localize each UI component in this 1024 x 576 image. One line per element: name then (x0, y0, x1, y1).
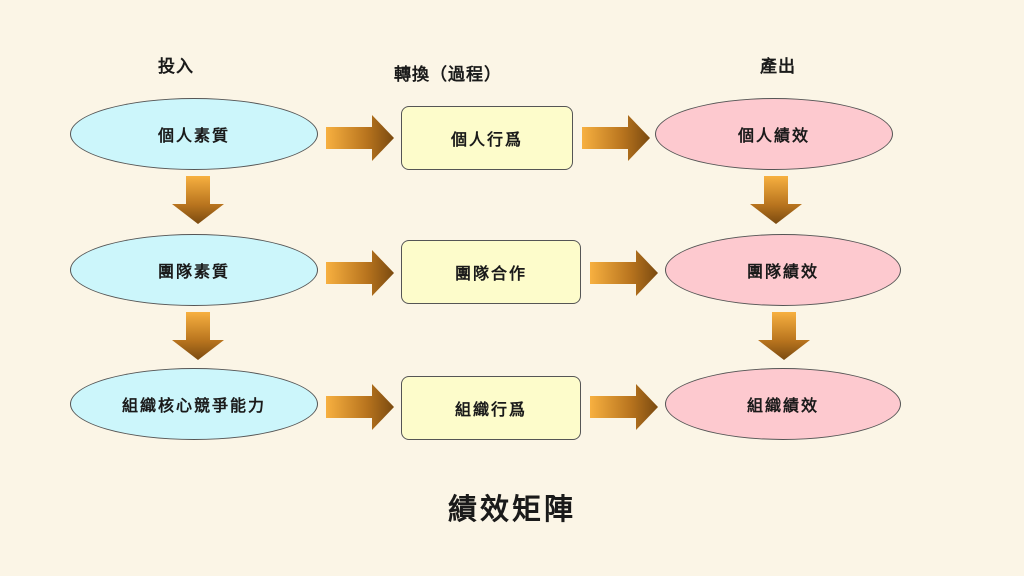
arrow-down-icon (172, 312, 224, 360)
arrow-right-icon (326, 384, 394, 430)
process-box-organization: 組織行爲 (401, 376, 581, 440)
arrow-down-icon (172, 176, 224, 224)
process-box-team: 團隊合作 (401, 240, 581, 304)
arrow-right-icon (582, 115, 650, 161)
arrow-down-icon (758, 312, 810, 360)
header-output: 產出 (760, 57, 796, 77)
process-box-individual: 個人行爲 (401, 106, 573, 170)
input-ellipse-team: 團隊素質 (70, 234, 318, 306)
diagram-title: 績效矩陣 (447, 492, 576, 526)
output-ellipse-team: 團隊績效 (665, 234, 901, 306)
arrow-down-icon (750, 176, 802, 224)
input-ellipse-organization: 組織核心競爭能力 (70, 368, 318, 440)
header-input: 投入 (158, 57, 194, 77)
arrow-right-icon (326, 250, 394, 296)
arrow-right-icon (590, 384, 658, 430)
input-ellipse-individual: 個人素質 (70, 98, 318, 170)
output-ellipse-individual: 個人績效 (655, 98, 893, 170)
arrow-right-icon (326, 115, 394, 161)
arrow-right-icon (590, 250, 658, 296)
header-process: 轉換（過程） (394, 65, 502, 85)
output-ellipse-organization: 組織績效 (665, 368, 901, 440)
